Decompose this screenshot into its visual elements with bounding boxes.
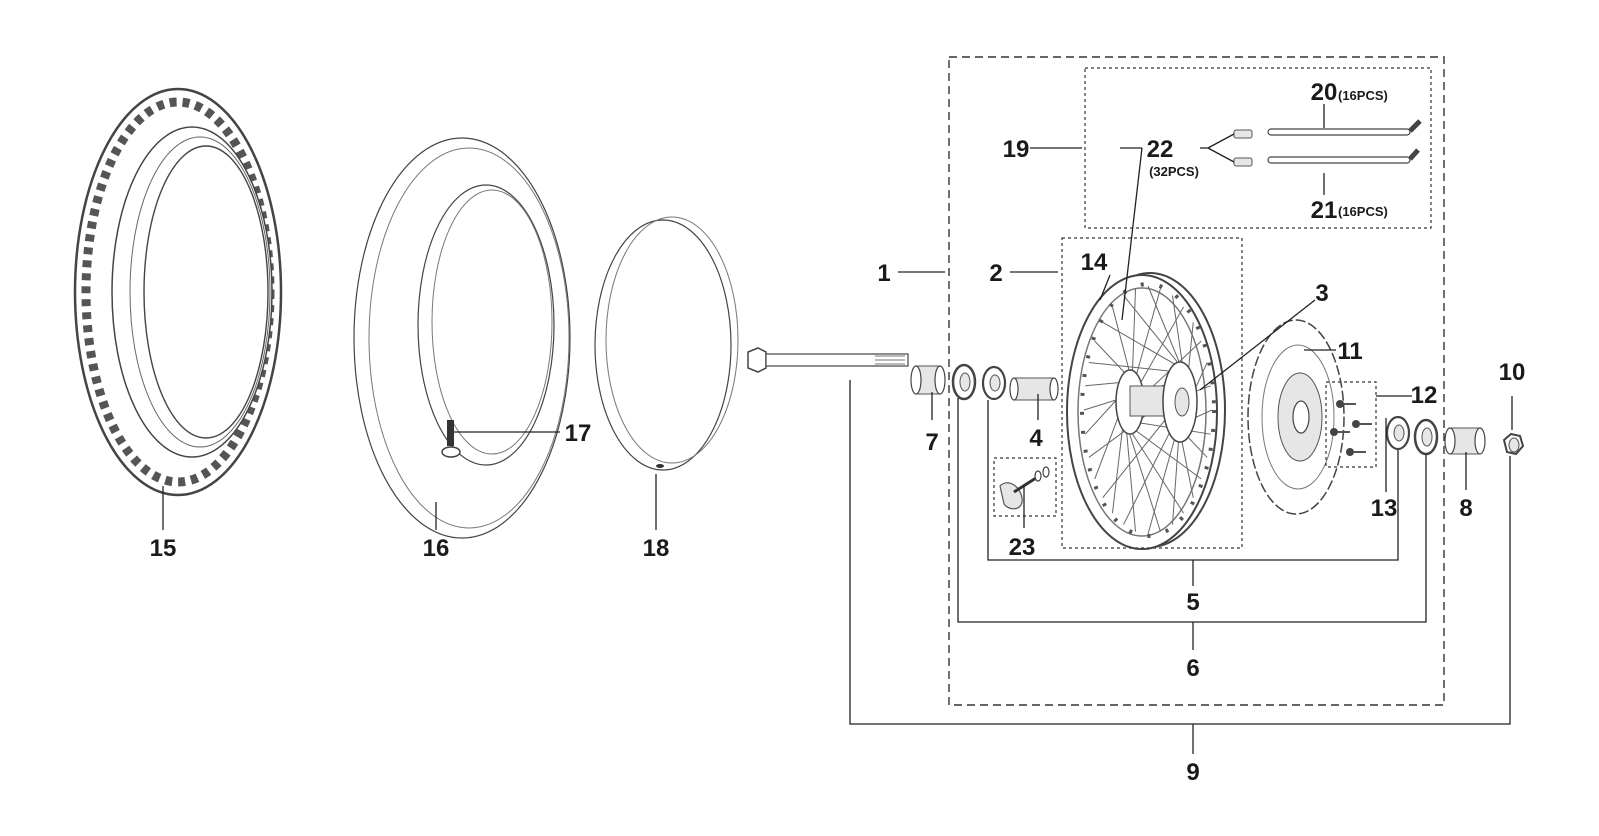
wheel-spoke	[1147, 431, 1178, 535]
disc-bolt-head	[1346, 448, 1354, 456]
rim-strip-part-18	[594, 216, 739, 471]
bolt-group-box	[1325, 381, 1377, 468]
wheel-spoke	[1147, 285, 1184, 373]
bearing-right	[1385, 415, 1411, 451]
wheel-spoke	[1127, 427, 1161, 532]
callout-22: 22	[1147, 136, 1174, 163]
callout-16: 16	[423, 535, 450, 562]
wheel-spoke	[1180, 437, 1194, 498]
spoke-set-box-19	[1084, 67, 1432, 229]
callout-19: 19	[1003, 136, 1030, 163]
spacer-part-8	[1444, 427, 1486, 455]
callout-21: 21	[1311, 197, 1338, 224]
hub-part-3	[1115, 361, 1198, 443]
inner-tube-part-16	[353, 137, 571, 539]
callout-4: 4	[1029, 425, 1043, 452]
wheel-spoke	[1111, 306, 1131, 375]
disc-bolt-head	[1352, 420, 1360, 428]
wheel-spoke	[1094, 340, 1129, 377]
callout-14: 14	[1081, 249, 1108, 276]
callout-18: 18	[643, 535, 670, 562]
axle-nut-part-10	[1502, 432, 1525, 456]
callout-13: 13	[1371, 495, 1398, 522]
wheel-spoke	[1125, 421, 1137, 532]
spoked-wheel-box-2	[1061, 237, 1243, 549]
valve-stem-part-17	[441, 420, 461, 458]
wheel-spoke	[1171, 437, 1180, 525]
callout-3: 3	[1315, 280, 1328, 307]
callout-20: 20	[1311, 79, 1338, 106]
oil-seal-right	[1413, 418, 1439, 456]
wheel-spoke	[1131, 427, 1202, 480]
callout-5: 5	[1186, 589, 1199, 616]
wheel-spoke	[1102, 408, 1175, 498]
wheel-spoke	[1133, 288, 1161, 383]
disc-bolt-head	[1330, 428, 1338, 436]
weight-kit-box	[993, 457, 1057, 517]
oil-seal-left	[951, 363, 977, 401]
callout-17: 17	[565, 420, 592, 447]
callout-11: 11	[1337, 338, 1362, 365]
callout-12: 12	[1411, 382, 1438, 409]
quantity-22: (32PCS)	[1149, 164, 1199, 179]
hub-spacer-part-4	[1009, 377, 1059, 401]
callout-9: 9	[1186, 759, 1199, 786]
wheel-spoke	[1135, 306, 1184, 392]
spoke-kit-parts-20-21-22	[1233, 119, 1422, 167]
bearing-left	[981, 365, 1007, 401]
disc-bolt-head	[1336, 400, 1344, 408]
callout-7: 7	[925, 429, 938, 456]
quantity-21: (16PCS)	[1338, 204, 1388, 219]
callout-1: 1	[877, 260, 890, 287]
callout-6: 6	[1186, 655, 1199, 682]
callout-2: 2	[989, 260, 1002, 287]
wheel-spoke	[1131, 288, 1137, 377]
disc-bolts-part-12	[1330, 400, 1372, 456]
callout-8: 8	[1459, 495, 1472, 522]
brake-disc-part-11	[1247, 319, 1345, 515]
tire-part-15	[73, 87, 283, 497]
axle-part-9	[747, 347, 909, 373]
wheel-spoke	[1123, 421, 1176, 525]
callout-23: 23	[1009, 534, 1036, 561]
quantity-20: (16PCS)	[1338, 88, 1388, 103]
callout-15: 15	[150, 535, 177, 562]
balance-weight-part-23	[999, 466, 1050, 510]
callout-10: 10	[1499, 359, 1526, 386]
wheel-spoke	[1102, 321, 1180, 368]
wheel-spoke	[1123, 295, 1182, 368]
wheel-assembly-box-1	[948, 56, 1445, 706]
spacer-part-7	[910, 365, 946, 395]
leader-lines	[162, 104, 1513, 754]
